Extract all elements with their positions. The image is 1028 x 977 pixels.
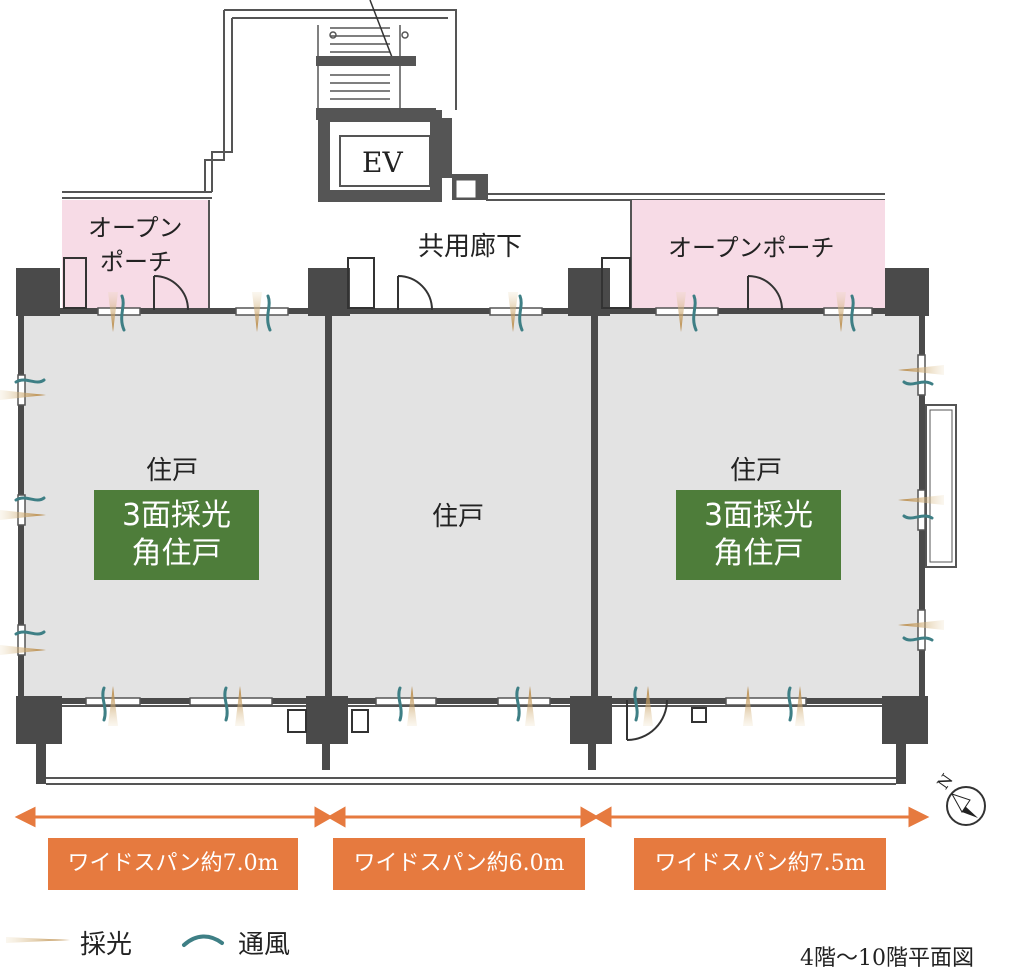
elevator-shaft <box>318 110 452 202</box>
light-legend-icon <box>6 937 70 943</box>
stairs <box>317 0 409 112</box>
legend-light-label: 採光 <box>80 930 133 960</box>
doors <box>63 257 783 741</box>
corridor-label: 共用廊下 <box>418 232 523 262</box>
wind-arrows <box>14 294 934 722</box>
compass-icon <box>946 786 986 826</box>
unit-right-label: 住戸 <box>730 456 783 486</box>
porch-left-label-2: ポーチ <box>100 248 172 276</box>
unit-center-area <box>331 314 592 698</box>
porch-right-area <box>631 200 885 308</box>
windows <box>17 307 926 706</box>
span-center: ワイドスパン約6.0m <box>333 838 585 890</box>
unit-center-label: 住戸 <box>432 502 485 532</box>
porch-left-label-1: オープン <box>88 214 183 242</box>
badge-right-line2: 角住戸 <box>713 536 804 571</box>
stair-landing <box>316 56 416 66</box>
span-right: ワイドスパン約7.5m <box>634 838 886 890</box>
unit-left-label: 住戸 <box>146 456 199 486</box>
stair-core <box>204 9 457 192</box>
badge-left-line2: 角住戸 <box>131 536 222 571</box>
porch-right-label: オープンポーチ <box>668 234 835 262</box>
legend-wind-label: 通風 <box>238 930 291 960</box>
badge-left: 3面採光 角住戸 <box>94 490 259 580</box>
span-arrows <box>14 806 930 828</box>
bay-window <box>925 404 957 568</box>
balcony <box>46 705 896 785</box>
wind-legend-icon <box>182 934 224 947</box>
ev-label: EV <box>362 146 403 179</box>
badge-left-line1: 3面採光 <box>121 498 232 533</box>
badge-right-line1: 3面採光 <box>703 498 814 533</box>
light-arrows <box>0 292 944 726</box>
badge-right: 3面採光 角住戸 <box>676 490 841 580</box>
plan-caption: 4階～10階平面図 <box>800 946 974 971</box>
span-left: ワイドスパン約7.0m <box>48 838 298 890</box>
